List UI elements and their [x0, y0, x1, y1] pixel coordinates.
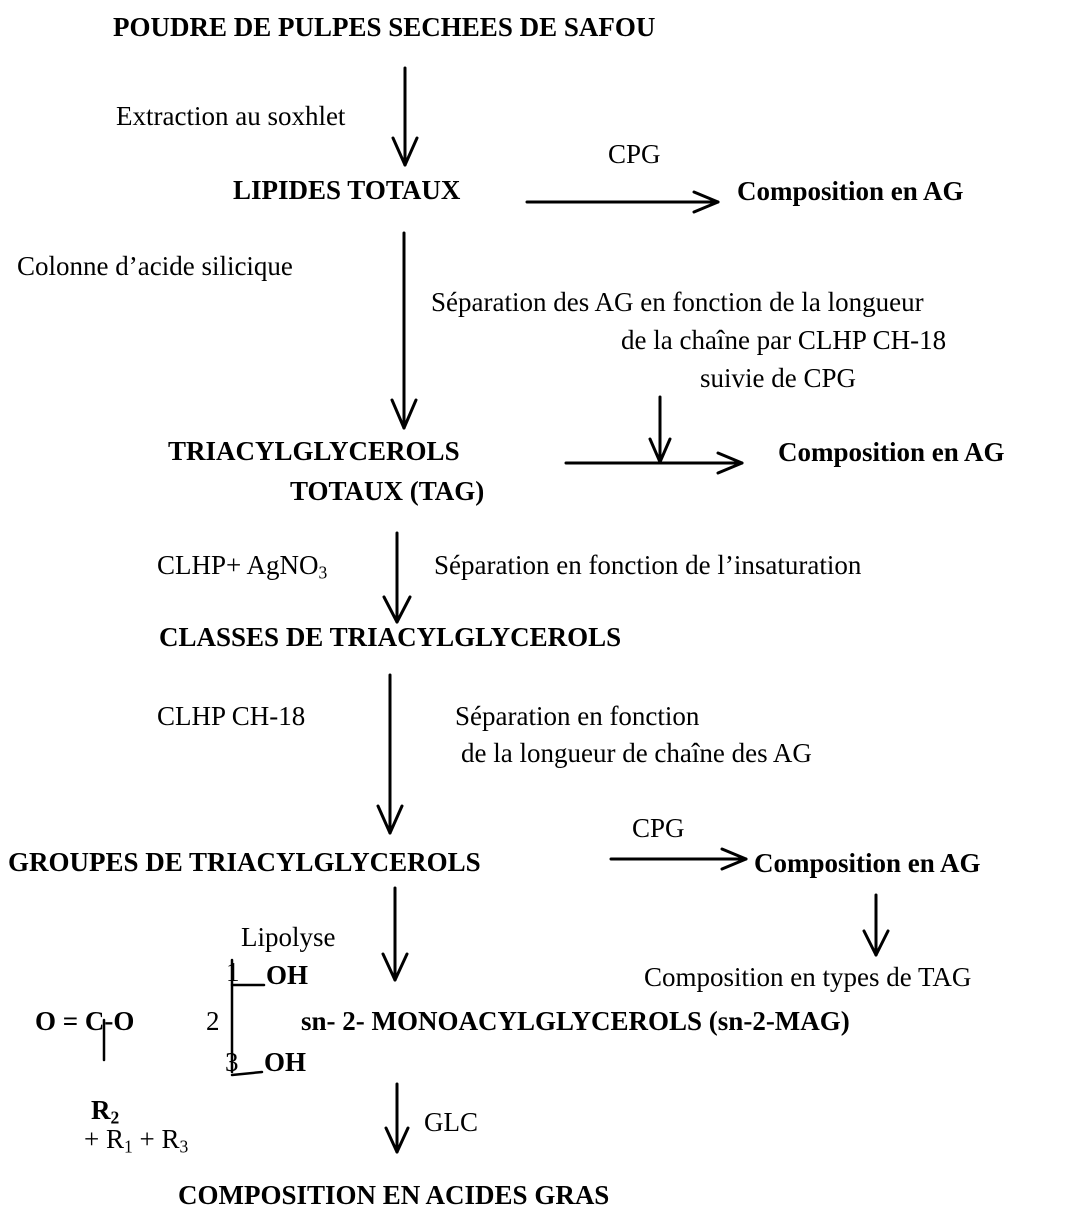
label-clhp-agno3: CLHP+ AgNO3 — [157, 550, 328, 583]
arrow-tag-to-composition — [564, 451, 744, 475]
label-cpg-1: CPG — [608, 139, 661, 169]
arrow-chain-separation — [648, 395, 672, 464]
arrow-mag-to-fatty-acids — [384, 1082, 410, 1154]
label-oh-1: OH — [266, 960, 309, 990]
label-r1-r3: + R1 + R3 — [84, 1124, 189, 1157]
label-cpg-2: CPG — [632, 813, 685, 843]
node-sn2-mag: sn- 2- MONOACYLGLYCEROLS (sn-2-MAG) — [301, 1006, 850, 1036]
label-sep-chain-1: Séparation des AG en fonction de la long… — [431, 287, 924, 317]
label-soxhlet: Extraction au soxhlet — [116, 101, 346, 131]
node-tag-classes: CLASSES DE TRIACYLGLYCEROLS — [159, 622, 622, 652]
node-composition-ag-2: Composition en AG — [778, 437, 1005, 467]
label-sep-chain-3: suivie de CPG — [700, 363, 857, 393]
label-oh-3: OH — [264, 1047, 307, 1077]
glycerol-backbone — [102, 958, 266, 1077]
node-powder: POUDRE DE PULPES SECHEES DE SAFOU — [113, 12, 656, 42]
label-glc: GLC — [424, 1107, 478, 1137]
arrow-powder-to-lipids — [391, 66, 419, 167]
node-fatty-acid-composition: COMPOSITION EN ACIDES GRAS — [178, 1180, 610, 1210]
label-sep-length-2: de la longueur de chaîne des AG — [461, 738, 812, 768]
label-position-1: 1 — [226, 957, 240, 987]
label-lipolysis: Lipolyse — [241, 922, 336, 952]
arrow-classes-to-groups — [376, 673, 404, 835]
node-composition-ag-3: Composition en AG — [754, 848, 981, 878]
label-silicic-column: Colonne d’acide silicique — [17, 251, 293, 281]
node-tag-total-line1: TRIACYLGLYCEROLS — [168, 436, 460, 466]
node-tag-total-line2: TOTAUX (TAG) — [290, 476, 485, 506]
arrow-tag-to-classes — [382, 531, 412, 624]
arrow-cpg-2 — [609, 847, 748, 871]
label-clhp-ch18: CLHP CH-18 — [157, 701, 306, 731]
label-sep-length-1: Séparation en fonction — [455, 701, 700, 731]
label-position-3: 3 — [225, 1047, 239, 1077]
node-tag-types: Composition en types de TAG — [644, 962, 972, 992]
label-sep-chain-2: de la chaîne par CLHP CH-18 — [621, 325, 947, 355]
label-r2: R2 — [91, 1095, 120, 1128]
arrow-groups-to-mag — [381, 886, 409, 982]
node-total-lipids: LIPIDES TOTAUX — [233, 175, 461, 205]
arrow-composition-to-types — [862, 893, 890, 957]
arrow-cpg-1 — [525, 190, 720, 214]
node-tag-groups: GROUPES DE TRIACYLGLYCEROLS — [8, 847, 481, 877]
arrow-lipids-to-tag — [390, 231, 418, 430]
node-composition-ag-1: Composition en AG — [737, 176, 964, 206]
label-ester-group: O = C-O — [35, 1006, 135, 1036]
label-position-2: 2 — [206, 1006, 220, 1036]
label-sep-unsaturation: Séparation en fonction de l’insaturation — [434, 550, 862, 580]
